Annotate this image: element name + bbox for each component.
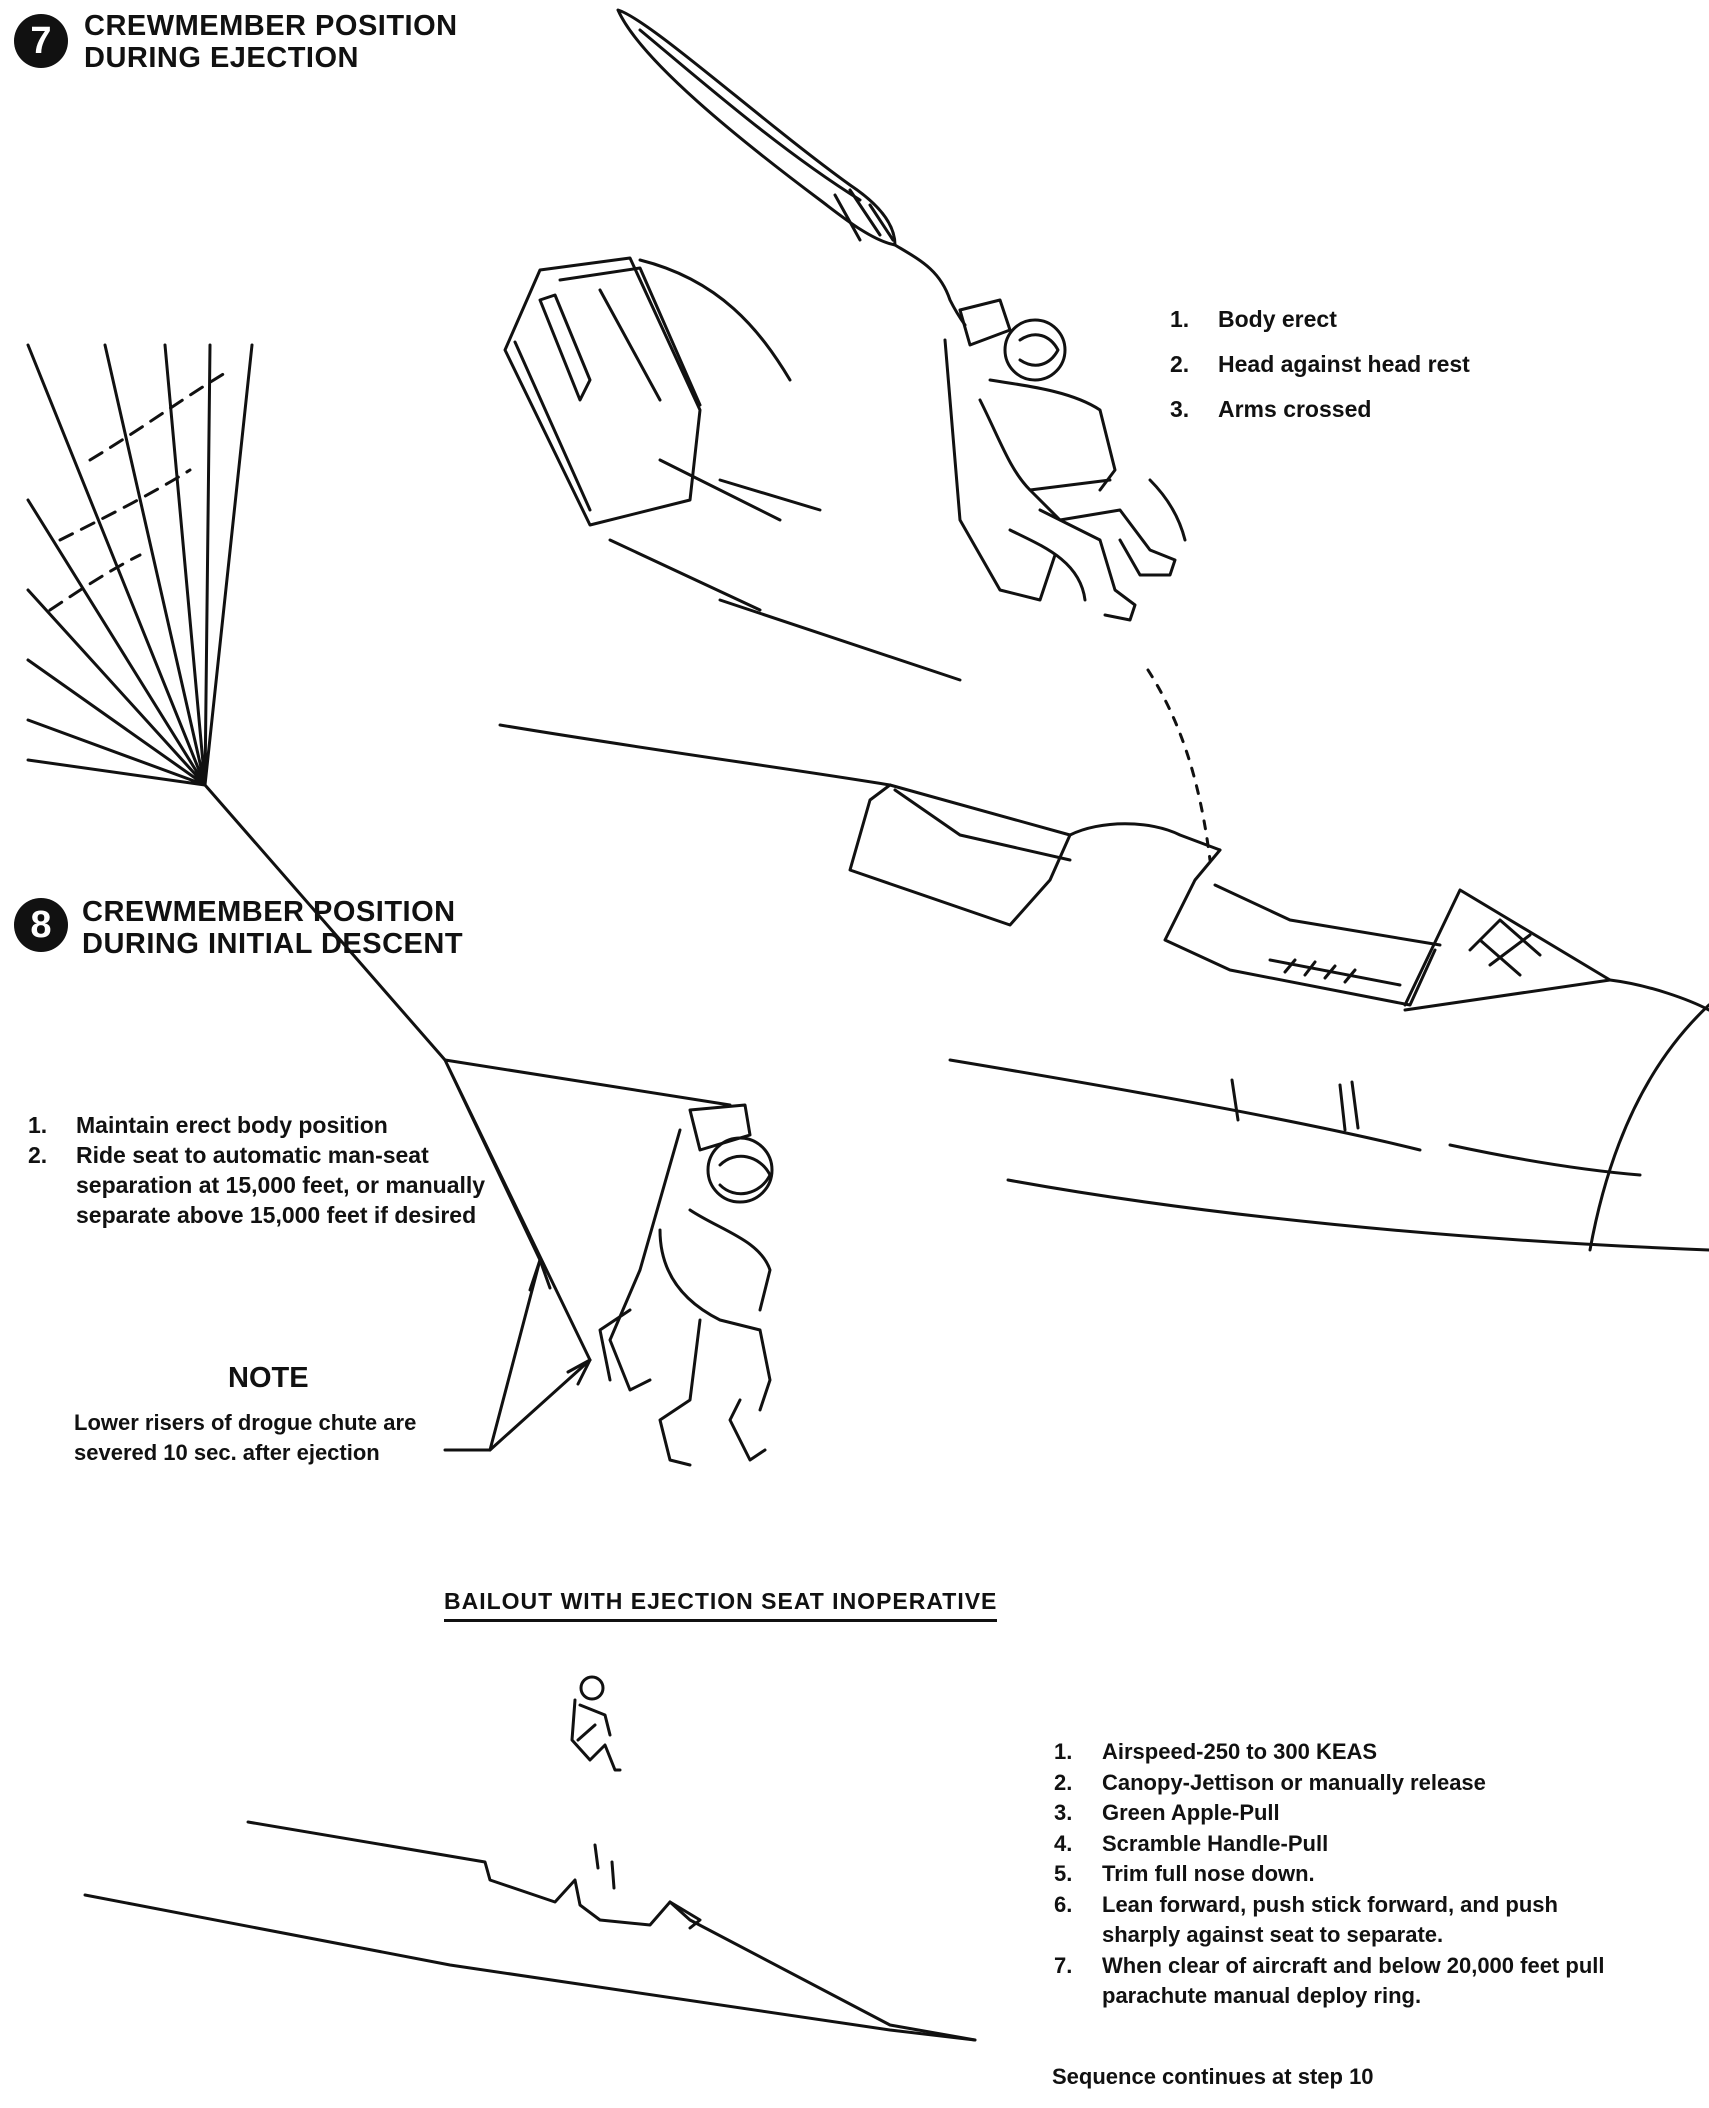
item-text: When clear of aircraft and below 20,000 …: [1102, 1951, 1614, 2012]
section-8-title: CREWMEMBER POSITION DURING INITIAL DESCE…: [82, 896, 463, 960]
step-7-badge: 7: [14, 14, 68, 68]
list-item: 3.Green Apple-Pull: [1054, 1798, 1614, 1829]
item-text: Ride seat to automatic man-seat separati…: [76, 1140, 488, 1230]
crewmember-ejection-figure: [945, 300, 1185, 620]
bailout-title: BAILOUT WITH EJECTION SEAT INOPERATIVE: [444, 1588, 997, 1622]
aircraft-fuselage-upper: [500, 725, 1709, 1250]
item-number: 2.: [1054, 1768, 1102, 1799]
item-number: 6.: [1054, 1890, 1102, 1951]
item-number: 2.: [1170, 351, 1218, 396]
jettisoned-canopy: [505, 258, 960, 680]
list-item: 1.Body erect: [1170, 306, 1470, 351]
item-text: Airspeed-250 to 300 KEAS: [1102, 1737, 1377, 1768]
list-item: 1.Airspeed-250 to 300 KEAS: [1054, 1737, 1614, 1768]
item-text: Arms crossed: [1218, 396, 1371, 441]
list-item: 7.When clear of aircraft and below 20,00…: [1054, 1951, 1614, 2012]
section-7-title-line2: DURING EJECTION: [84, 42, 458, 74]
list-item: 1.Maintain erect body position: [28, 1110, 488, 1140]
item-number: 7.: [1054, 1951, 1102, 2012]
item-number: 5.: [1054, 1859, 1102, 1890]
step-8-badge: 8: [14, 898, 68, 952]
bailout-crewmember-figure: [572, 1677, 620, 1770]
item-number: 2.: [28, 1140, 76, 1230]
list-item: 2.Head against head rest: [1170, 351, 1470, 396]
item-text: Head against head rest: [1218, 351, 1470, 396]
bailout-aircraft-outline: [85, 1822, 975, 2040]
item-text: Body erect: [1218, 306, 1337, 351]
note-heading: NOTE: [228, 1362, 309, 1395]
section-7-title-line1: CREWMEMBER POSITION: [84, 10, 458, 42]
drogue-chute-streamer: [618, 10, 965, 325]
item-number: 1.: [1054, 1737, 1102, 1768]
section-8-title-line2: DURING INITIAL DESCENT: [82, 928, 463, 960]
item-text: Green Apple-Pull: [1102, 1798, 1280, 1829]
crewmember-descent-figure: [600, 1105, 772, 1465]
sequence-continues-note: Sequence continues at step 10: [1052, 2064, 1374, 2090]
item-text: Scramble Handle-Pull: [1102, 1829, 1328, 1860]
note-text: Lower risers of drogue chute are severed…: [74, 1408, 474, 1468]
item-text: Maintain erect body position: [76, 1110, 388, 1140]
item-number: 3.: [1054, 1798, 1102, 1829]
list-item: 4.Scramble Handle-Pull: [1054, 1829, 1614, 1860]
list-item: 2.Ride seat to automatic man-seat separa…: [28, 1140, 488, 1230]
item-text: Canopy-Jettison or manually release: [1102, 1768, 1486, 1799]
list-item: 2.Canopy-Jettison or manually release: [1054, 1768, 1614, 1799]
item-number: 3.: [1170, 396, 1218, 441]
section-7-title: CREWMEMBER POSITION DURING EJECTION: [84, 10, 458, 74]
bailout-steps-list: 1.Airspeed-250 to 300 KEAS 2.Canopy-Jett…: [1054, 1737, 1614, 2012]
item-number: 1.: [28, 1110, 76, 1140]
item-number: 1.: [1170, 306, 1218, 351]
list-item: 3.Arms crossed: [1170, 396, 1470, 441]
item-text: Trim full nose down.: [1102, 1859, 1315, 1890]
item-text: Lean forward, push stick forward, and pu…: [1102, 1890, 1614, 1951]
list-item: 6.Lean forward, push stick forward, and …: [1054, 1890, 1614, 1951]
item-number: 4.: [1054, 1829, 1102, 1860]
section-8-title-line1: CREWMEMBER POSITION: [82, 896, 463, 928]
list-item: 5.Trim full nose down.: [1054, 1859, 1614, 1890]
trajectory-line: [1148, 670, 1210, 860]
ejection-position-list: 1.Body erect 2.Head against head rest 3.…: [1170, 306, 1470, 441]
descent-position-list: 1.Maintain erect body position 2.Ride se…: [28, 1110, 488, 1230]
